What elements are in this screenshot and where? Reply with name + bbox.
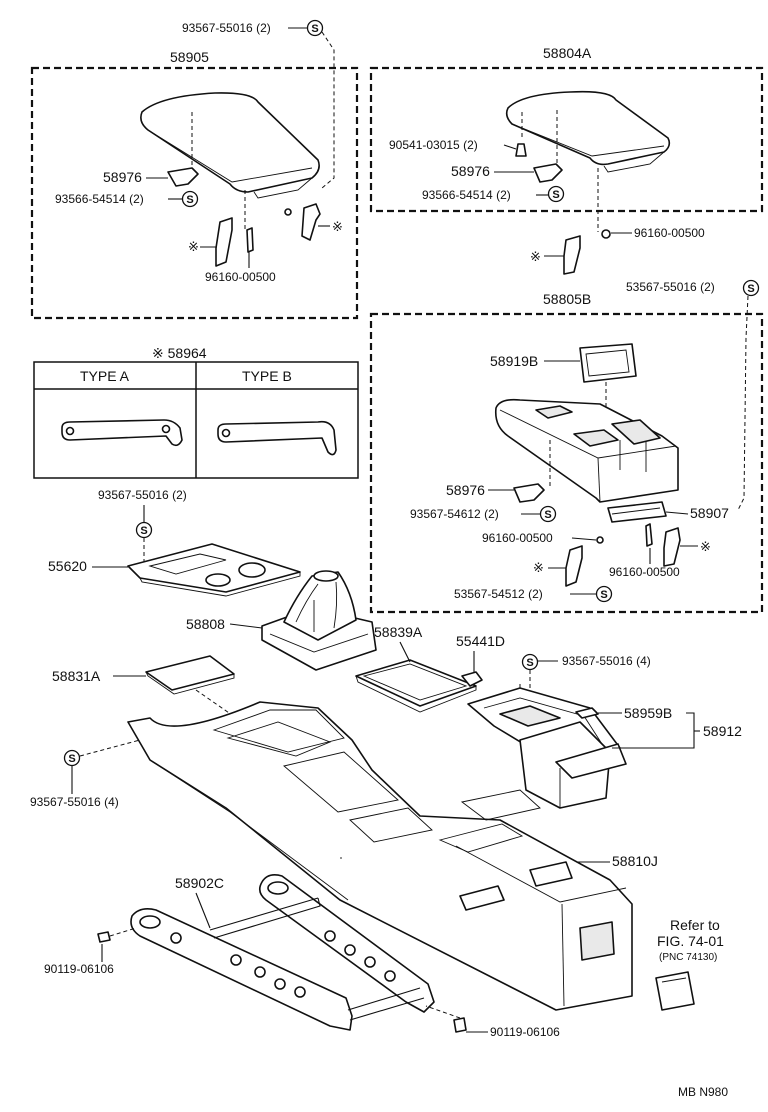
refer-line-1: Refer to [670,917,720,933]
label-93566-54514-right: 93566-54514 (2) [422,188,511,202]
refer-line-3: (PNC 74130) [659,952,717,963]
hinge-left [215,217,233,267]
label-58912: 58912 [703,723,742,739]
s-mark-icon: S [547,185,565,203]
label-53567-54512: 53567-54512 (2) [454,587,543,601]
label-90541-03015: 90541-03015 (2) [389,138,478,152]
s-mark-icon: S [63,749,81,767]
group-box-58905 [30,66,359,320]
rear-tray-58912 [467,687,627,809]
label-55620: 55620 [48,558,87,574]
lid-58831A [145,655,235,691]
plate-55620 [127,543,301,597]
asterisk-right-hinge: ※ [332,219,343,234]
svg-text:S: S [544,509,551,521]
label-58831A: 58831A [52,668,101,684]
label-58959B: 58959B [624,705,672,721]
label-93567-55016-top: 93567-55016 (2) [182,21,271,35]
group-box-58804A [369,66,764,213]
s-mark-icon: S [306,19,324,37]
label-58902C: 58902C [175,875,224,891]
svg-text:S: S [68,753,75,765]
svg-text:S: S [552,189,559,201]
label-93567-55016-4-left: 93567-55016 (4) [30,795,119,809]
asterisk-58804A-hinge: ※ [530,249,541,264]
label-96160-00500-c2: 96160-00500 [609,565,680,579]
s-mark-icon: S [181,190,199,208]
label-58964: ※ 58964 [152,345,207,361]
s-mark-icon: S [595,585,613,603]
armrest-58804A [505,90,671,232]
svg-text:S: S [186,194,193,206]
console-box-58805B [494,398,679,503]
label-93566-54514-left: 93566-54514 (2) [55,192,144,206]
svg-text:S: S [526,657,533,669]
label-96160-00500-c1: 96160-00500 [482,531,553,545]
type-a-header: TYPE A [80,368,130,384]
tray-58839A [355,659,477,713]
hinge-58805B-left [565,545,583,587]
hinge-right [301,203,321,241]
hinge-58804A [563,235,581,275]
s-mark-icon: S [521,653,539,671]
label-58976-right: 58976 [451,163,490,179]
asterisk-58805B-left: ※ [533,560,544,575]
s-mark-icon: S [135,521,153,539]
group-label-58804A: 58804A [543,45,592,61]
type-b-header: TYPE B [242,368,292,384]
clip-58976-center [513,483,545,503]
ashtray-ref-part [655,971,695,1011]
asterisk-left-hinge: ※ [188,239,199,254]
bracket-58902C [130,874,435,1031]
s-mark-icon: S [742,279,760,297]
clip-55441D [461,671,483,687]
label-93567-55016-4-right: 93567-55016 (4) [562,654,651,668]
label-58839A: 58839A [374,624,423,640]
svg-text:S: S [747,283,754,295]
group-label-58905: 58905 [170,49,209,65]
bolt-90119-bottom [453,1017,467,1033]
label-58976-left: 58976 [103,169,142,185]
armrest-58905 [140,92,320,230]
refer-line-2: FIG. 74-01 [657,933,724,949]
group-box-58805B [369,312,764,614]
hinge-58805B-right [663,527,681,567]
shift-boot-58808 [261,570,377,671]
strip-58907 [607,501,667,523]
svg-text:S: S [600,589,607,601]
label-58808: 58808 [186,616,225,632]
group-label-58805B: 58805B [543,291,591,307]
svg-text:S: S [311,23,318,35]
type-table-58964 [33,361,359,479]
label-58907: 58907 [690,505,729,521]
type-a-bracket [61,419,183,447]
clip-58959B [575,707,599,719]
label-53567-55016-box3: 53567-55016 (2) [626,280,715,294]
label-90119-06106-bottom: 90119-06106 [490,1025,560,1039]
label-58919B: 58919B [490,353,538,369]
bolt-90541 [515,143,527,157]
label-58810J: 58810J [612,853,658,869]
s-mark-icon: S [539,505,557,523]
label-90119-06106-left: 90119-06106 [44,962,114,976]
label-93567-55016-mid: 93567-55016 (2) [98,488,187,502]
clip-58976-left [167,167,199,187]
label-58976-center: 58976 [446,482,485,498]
grip-part-console [459,885,505,911]
label-96160-00500-left: 96160-00500 [205,270,276,284]
label-55441D: 55441D [456,633,505,649]
type-b-bracket [217,420,337,456]
bolt-90119-left [97,931,111,943]
clip-58976-right [533,163,563,183]
label-96160-00500-right: 96160-00500 [634,226,705,240]
center-console-58810J [127,701,633,1011]
label-93567-54612: 93567-54612 (2) [410,507,499,521]
footer-code: MB N980 [678,1085,728,1099]
svg-text:S: S [140,525,147,537]
asterisk-58805B-right: ※ [700,539,711,554]
